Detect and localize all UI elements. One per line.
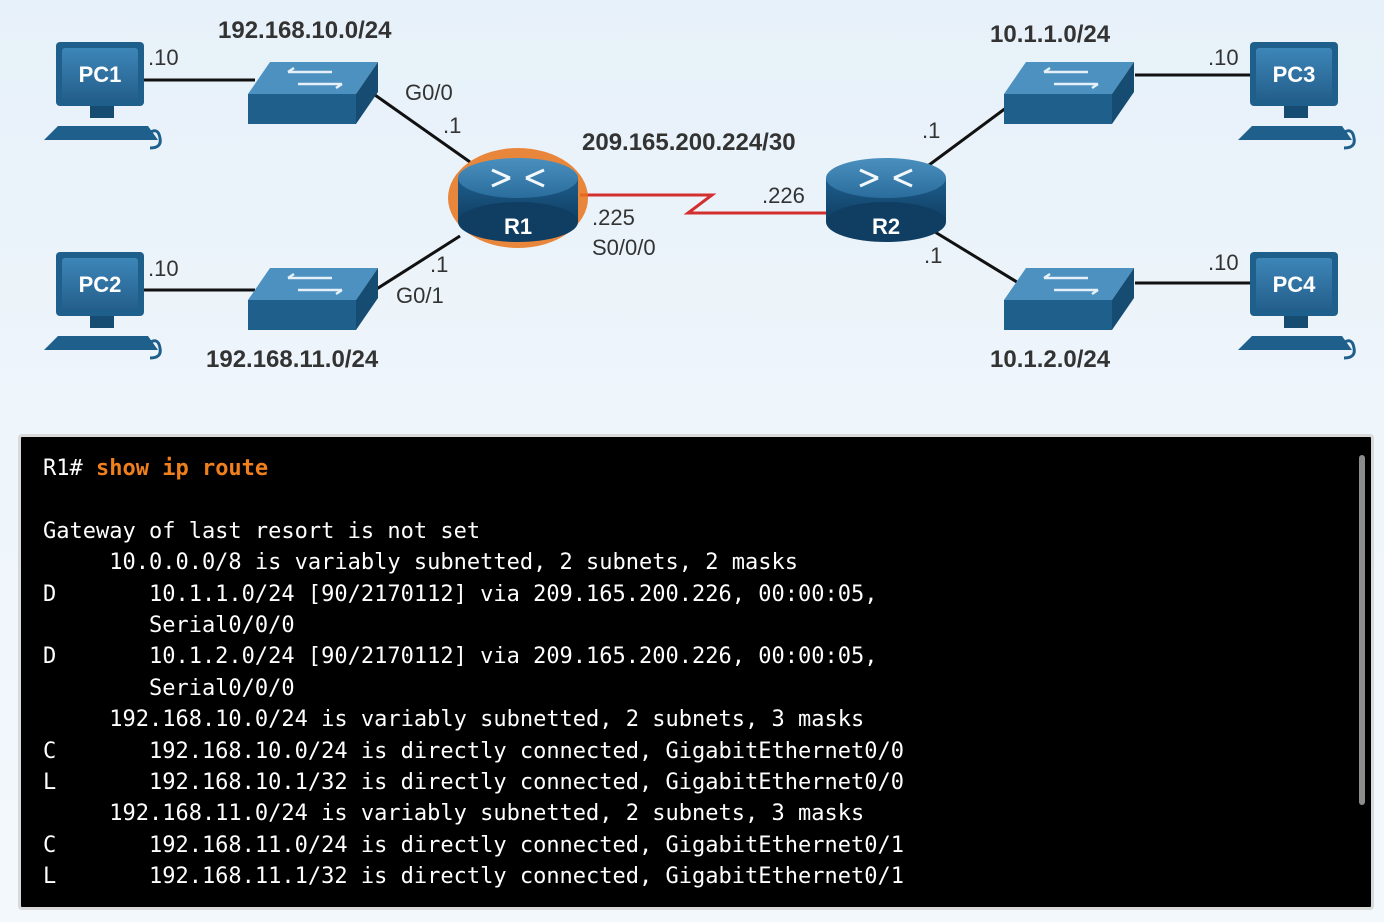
router-r1-label: R1 [504,214,532,239]
network-label-lan2: 192.168.11.0/24 [206,346,379,373]
pc4-label: PC4 [1273,272,1317,297]
router-r2-icon: R2 [826,158,946,242]
pc2-host-label: .10 [148,256,179,281]
serial-link-r1-r2 [580,193,826,215]
pc3-label: PC3 [1273,62,1316,87]
r1-g01-interface-label: G0/1 [396,283,444,308]
switch4-icon [1004,268,1134,330]
r1-s000-interface-label: S0/0/0 [592,235,656,260]
router-r1-icon: R1 [448,148,588,248]
terminal-line: C 192.168.10.0/24 is directly connected,… [43,738,904,764]
r1-s000-host-label: .225 [592,205,635,230]
r2-serial-host-label: .226 [762,183,805,208]
terminal-line: 192.168.10.0/24 is variably subnetted, 2… [43,707,865,733]
pc3-computer-icon: PC3 [1238,42,1356,150]
switch2-icon [248,268,378,330]
network-topology-diagram: PC1 PC2 PC3 PC4 [44,17,1356,373]
r1-g00-interface-label: G0/0 [405,80,453,105]
terminal-command-line: R1# show ip route [43,453,904,484]
router-r2-label: R2 [872,214,900,239]
r1-g00-host-label: .1 [443,113,461,138]
terminal-line: C 192.168.11.0/24 is directly connected,… [43,832,904,858]
terminal-line: 10.0.0.0/8 is variably subnetted, 2 subn… [43,550,798,576]
pc1-host-label: .10 [148,45,179,70]
pc2-computer-icon: PC2 [44,252,162,360]
terminal-prompt: R1# [43,456,96,481]
terminal-line [43,484,904,515]
network-label-wan: 209.165.200.224/30 [582,129,796,156]
pc1-label: PC1 [79,62,122,87]
link-switch2-r1 [374,234,461,292]
terminal-line: D 10.1.2.0/24 [90/2170112] via 209.165.2… [43,644,878,670]
r1-g01-host-label: .1 [430,252,448,277]
terminal-command: show ip route [95,456,269,481]
terminal-line: Gateway of last resort is not set [43,518,481,544]
network-label-lan1: 192.168.10.0/24 [218,17,392,44]
network-label-lan3: 10.1.1.0/24 [990,21,1111,48]
r2-bottom-host-label: .1 [924,243,942,268]
pc4-host-label: .10 [1208,250,1239,275]
r2-top-host-label: .1 [922,118,940,143]
network-label-lan4: 10.1.2.0/24 [990,346,1111,373]
terminal-line: 192.168.11.0/24 is variably subnetted, 2… [43,801,865,827]
pc4-computer-icon: PC4 [1238,252,1356,360]
switch1-icon [248,62,378,124]
link-switch1-r1 [374,93,471,164]
link-r2-switch3 [924,103,1011,170]
switch3-icon [1004,62,1134,124]
terminal-line: Serial0/0/0 [43,675,295,701]
terminal-line: Serial0/0/0 [43,612,295,638]
pc1-computer-icon: PC1 [44,42,162,150]
terminal-line: L 192.168.11.1/32 is directly connected,… [43,864,904,890]
pc3-host-label: .10 [1208,45,1239,70]
terminal-line: D 10.1.1.0/24 [90/2170112] via 209.165.2… [43,581,878,607]
terminal-line: L 192.168.10.1/32 is directly connected,… [43,769,904,795]
pc2-label: PC2 [79,272,122,297]
links [144,73,1252,292]
link-r2-switch4 [934,230,1031,292]
terminal-scrollbar[interactable] [1359,455,1365,805]
